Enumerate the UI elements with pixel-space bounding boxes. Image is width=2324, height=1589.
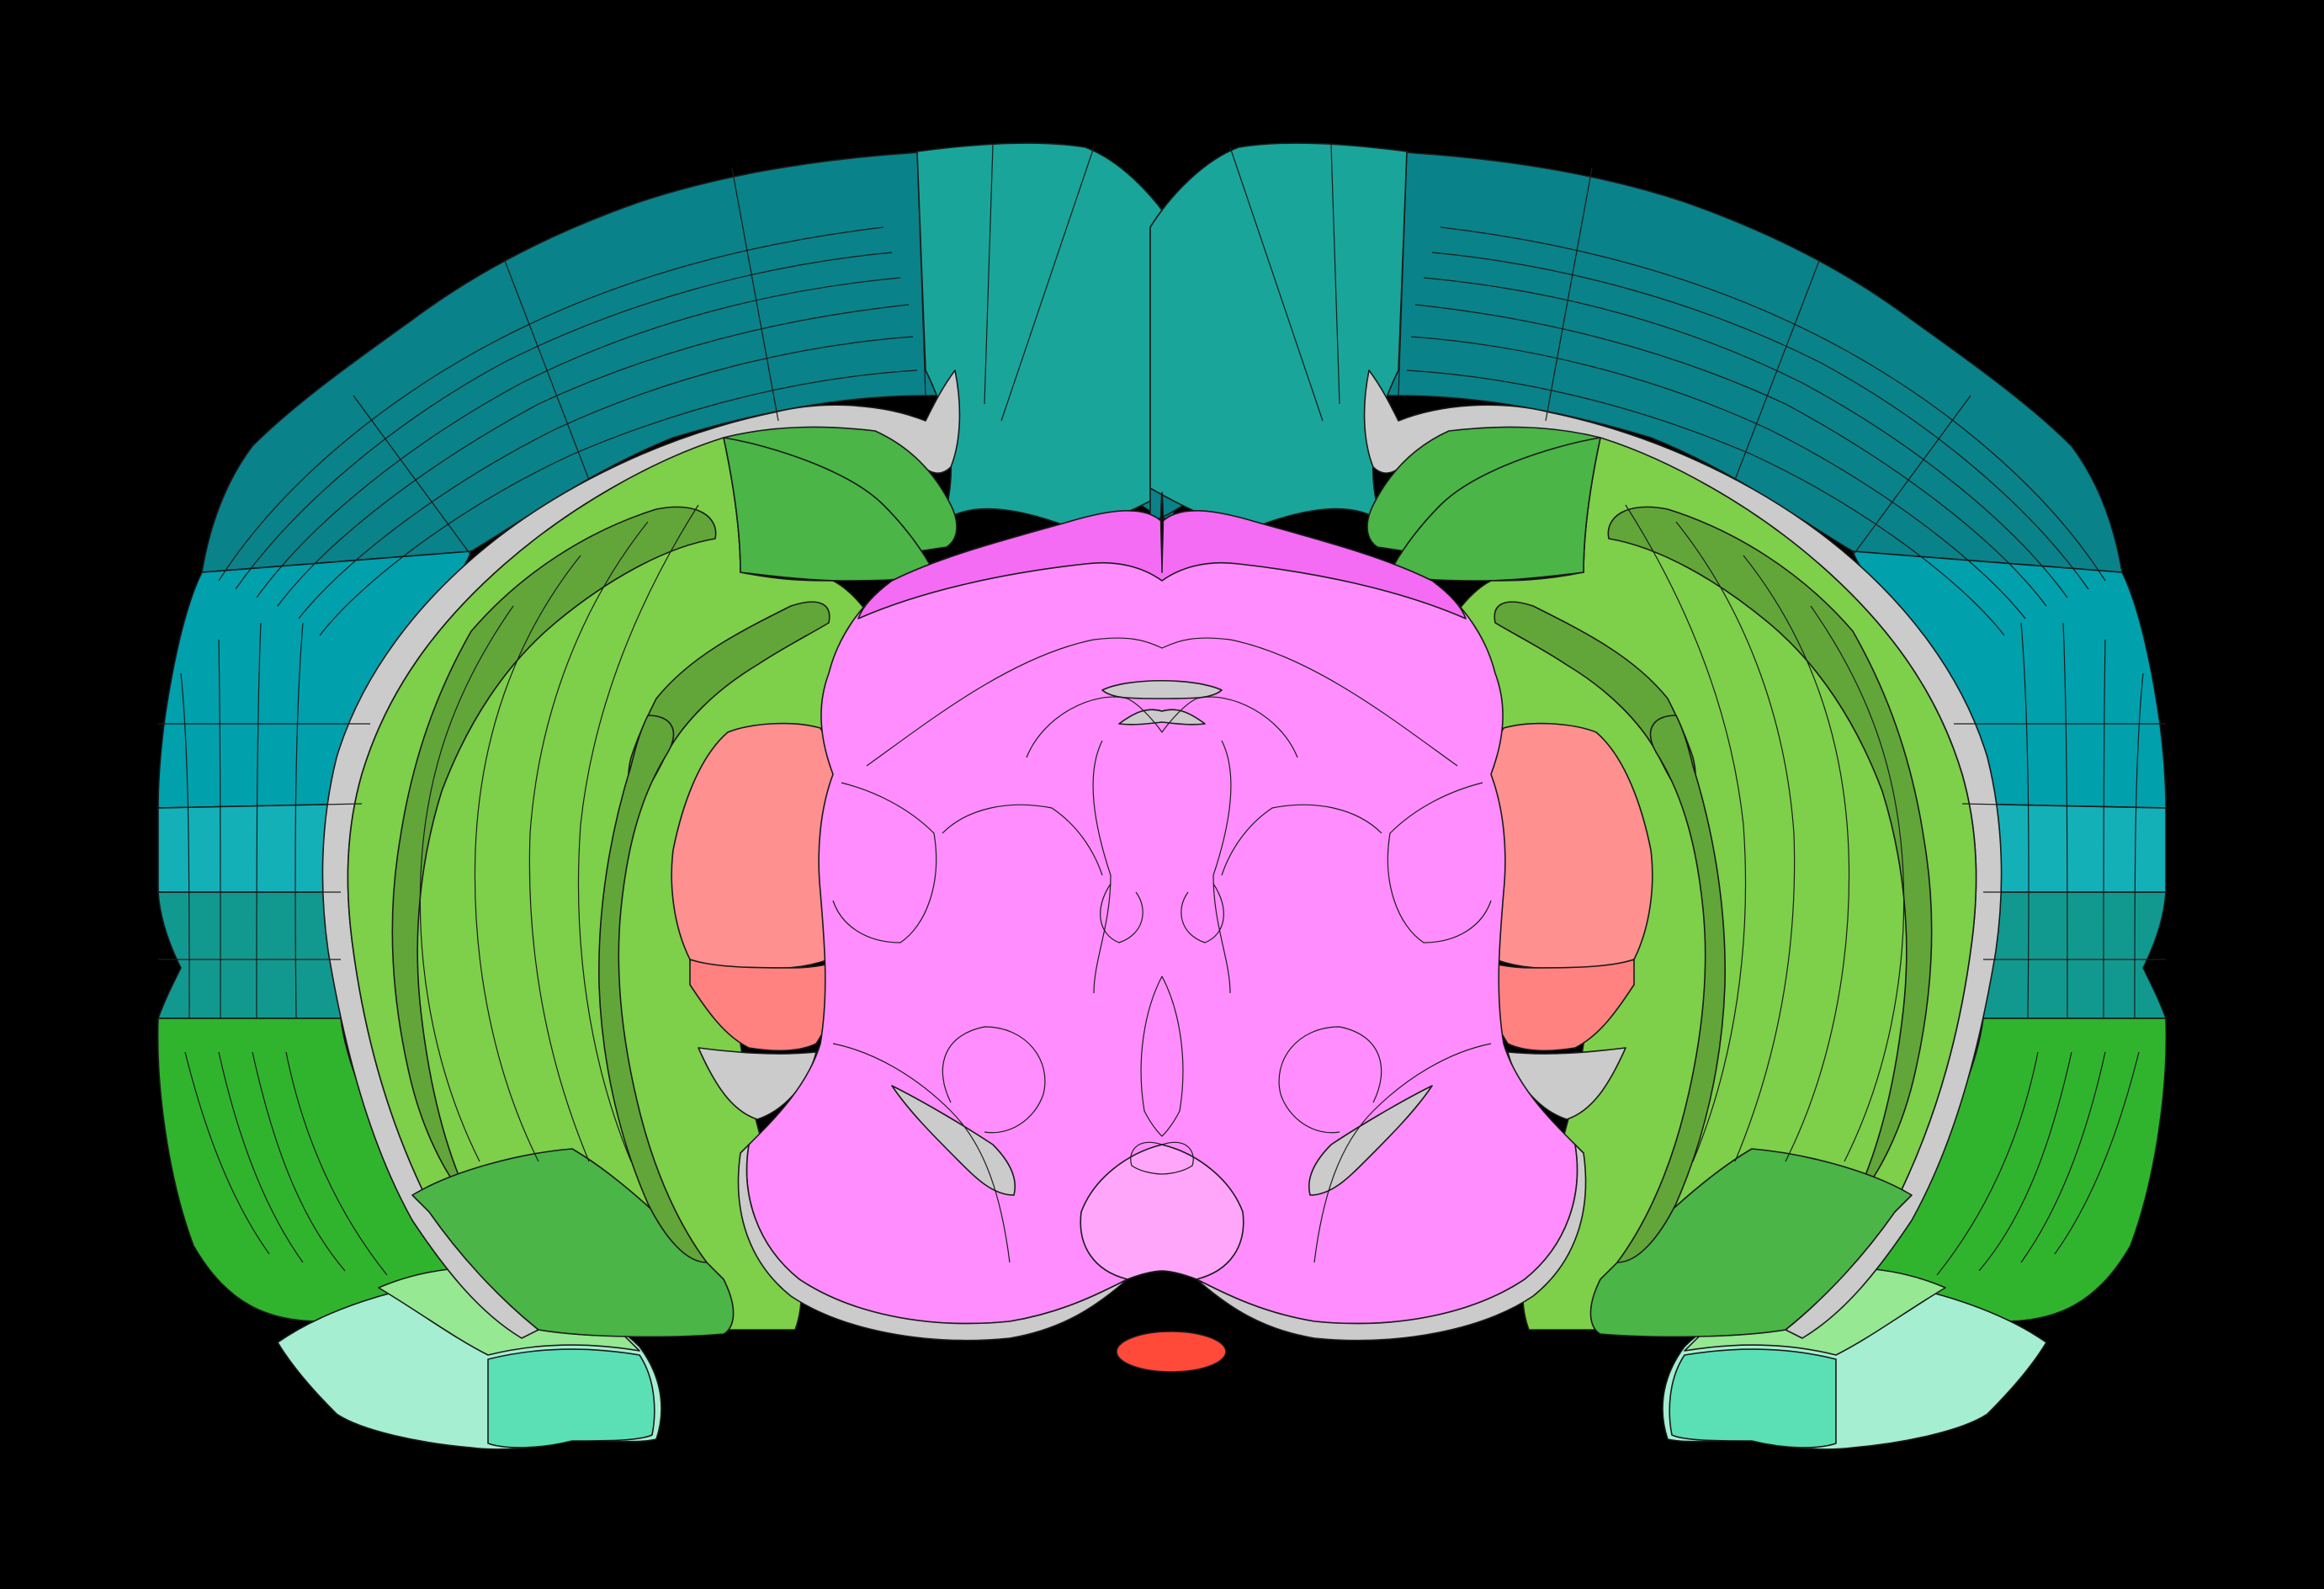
hipp-line-left-1 [419,605,514,1162]
olfactory-line-left-3 [252,1051,346,1272]
midbrain-line-1 [942,1026,1046,1134]
midbrain-line-6 [1181,883,1224,943]
fiber-tracts-ventral-right[interactable] [1308,1085,1433,1196]
fiber-tracts-midline-top[interactable] [1101,680,1223,699]
hipp-line-right-4 [1625,504,1747,1162]
hippocampus-dark-band-right[interactable] [1607,506,1933,1204]
lateral-line-left-7 [218,639,221,1019]
right-hemisphere [1149,142,2167,1450]
hippocampus-ca-right[interactable] [1616,715,1726,1263]
lateral-line-right-9 [2020,622,2030,1019]
cortex-layer-line-right-4 [1414,304,2047,607]
thalamus-line-7 [832,782,937,943]
lateral-line-left-9 [294,622,304,1019]
left-hemisphere [157,142,1175,1450]
cortex-radial-line-right-3 [1545,167,1593,422]
olfactory-line-left-1 [184,1051,270,1255]
lateral-line-right-6 [2134,672,2144,1019]
midbrain-line-4 [1130,1141,1194,1175]
olfactory-line-right-1 [2054,1051,2140,1255]
thalamus-line-5 [1092,740,1112,994]
piriform-area-mint-right[interactable] [1669,1348,1837,1448]
cortex-radial-line-left-4 [916,151,926,396]
olfactory-line-right-2 [2020,1051,2106,1263]
cortex-layer-line-left-4 [277,304,910,607]
hipp-line-left-2 [474,555,581,1162]
isocortex-medial-right[interactable] [1149,142,1408,531]
thalamus-line-4 [1221,804,1382,876]
isocortex-lateral-low-right[interactable] [1982,891,2167,1019]
fiber-tracts-ventral-left[interactable] [891,1085,1016,1196]
lateral-line-left-2 [157,803,363,809]
olfactory-line-left-2 [218,1051,304,1263]
midbrain-ventral-light[interactable] [1080,1144,1244,1280]
cortex-layer-line-right-3 [1423,277,2068,598]
lateral-line-left-6 [180,672,190,1019]
hypothalamic-nucleus-red[interactable] [1116,1331,1227,1373]
cortex-radial-line-right-6 [1229,146,1324,422]
isocortex-lateral-low-left[interactable] [157,891,342,1019]
midline-notch [1159,492,1165,573]
cortex-layer-line-left-3 [256,277,901,598]
cortex-radial-line-left-6 [1000,146,1095,422]
cortex-radial-line-left-1 [353,395,472,556]
cortex-layer-line-right-6 [1406,369,2005,636]
hippocampal-formation-dark-left[interactable] [411,1148,735,1338]
thalamus-line-3 [942,804,1103,876]
cortex-radial-line-right-1 [1852,395,1971,556]
thalamus-midbrain-complex [737,510,1587,1342]
midbrain-line-3 [1140,975,1184,1137]
hipp-line-right-3 [1675,521,1796,1162]
midbrain-line-5 [1100,883,1143,943]
cortex-radial-line-right-4 [1398,151,1408,396]
cortex-layer-line-right-5 [1410,336,2026,619]
hipp-line-left-3 [528,521,649,1162]
cortex-radial-line-right-2 [1734,260,1820,481]
hipp-line-right-1 [1810,605,1905,1162]
hippocampal-formation-dark-right[interactable] [1589,1148,1913,1338]
lateral-line-right-7 [2103,639,2106,1019]
thalamus-line-6 [1212,740,1232,994]
thalamus-line-2 [1026,696,1298,758]
hipp-line-left-4 [577,504,699,1162]
cortex-radial-line-left-2 [504,260,590,481]
cortex-layer-line-left-2 [235,252,893,590]
piriform-area-mint-left[interactable] [487,1348,655,1448]
cortex-layer-line-right-2 [1431,252,2089,590]
hipp-line-right-2 [1743,555,1850,1162]
hippocampus-dark-band-left[interactable] [391,506,717,1204]
midbrain-line-2 [1278,1026,1382,1134]
thalamus-line-1 [866,637,1458,767]
olfactory-line-right-3 [1978,1051,2072,1272]
fiber-tracts-midline-v[interactable] [1118,709,1206,725]
olfactory-line-right-4 [1936,1051,2039,1276]
midbrain-line-7 [832,1043,1011,1263]
cortex-layer-line-right-1 [1440,226,2106,582]
cortex-layer-line-left-6 [319,369,918,636]
lateral-line-right-2 [1961,803,2167,809]
fiber-tracts-ventral-rim-r[interactable] [1196,1144,1587,1342]
fiber-tracts-ventral-rim[interactable] [737,1144,1128,1342]
cortex-radial-line-left-3 [731,167,779,422]
cortex-layer-line-left-5 [298,336,914,619]
cortex-radial-line-right-5 [1330,144,1340,405]
hippocampus-ca-left[interactable] [598,715,708,1263]
isocortex-medial-left[interactable] [916,142,1175,531]
lateral-line-left-8 [256,622,262,1019]
olfactory-line-left-4 [285,1051,388,1276]
lateral-line-right-8 [2062,622,2068,1019]
thalamus-line-8 [1387,782,1492,943]
cortex-layer-line-left-1 [218,226,884,582]
cortex-radial-line-left-5 [984,144,994,405]
midbrain-line-8 [1313,1043,1492,1263]
